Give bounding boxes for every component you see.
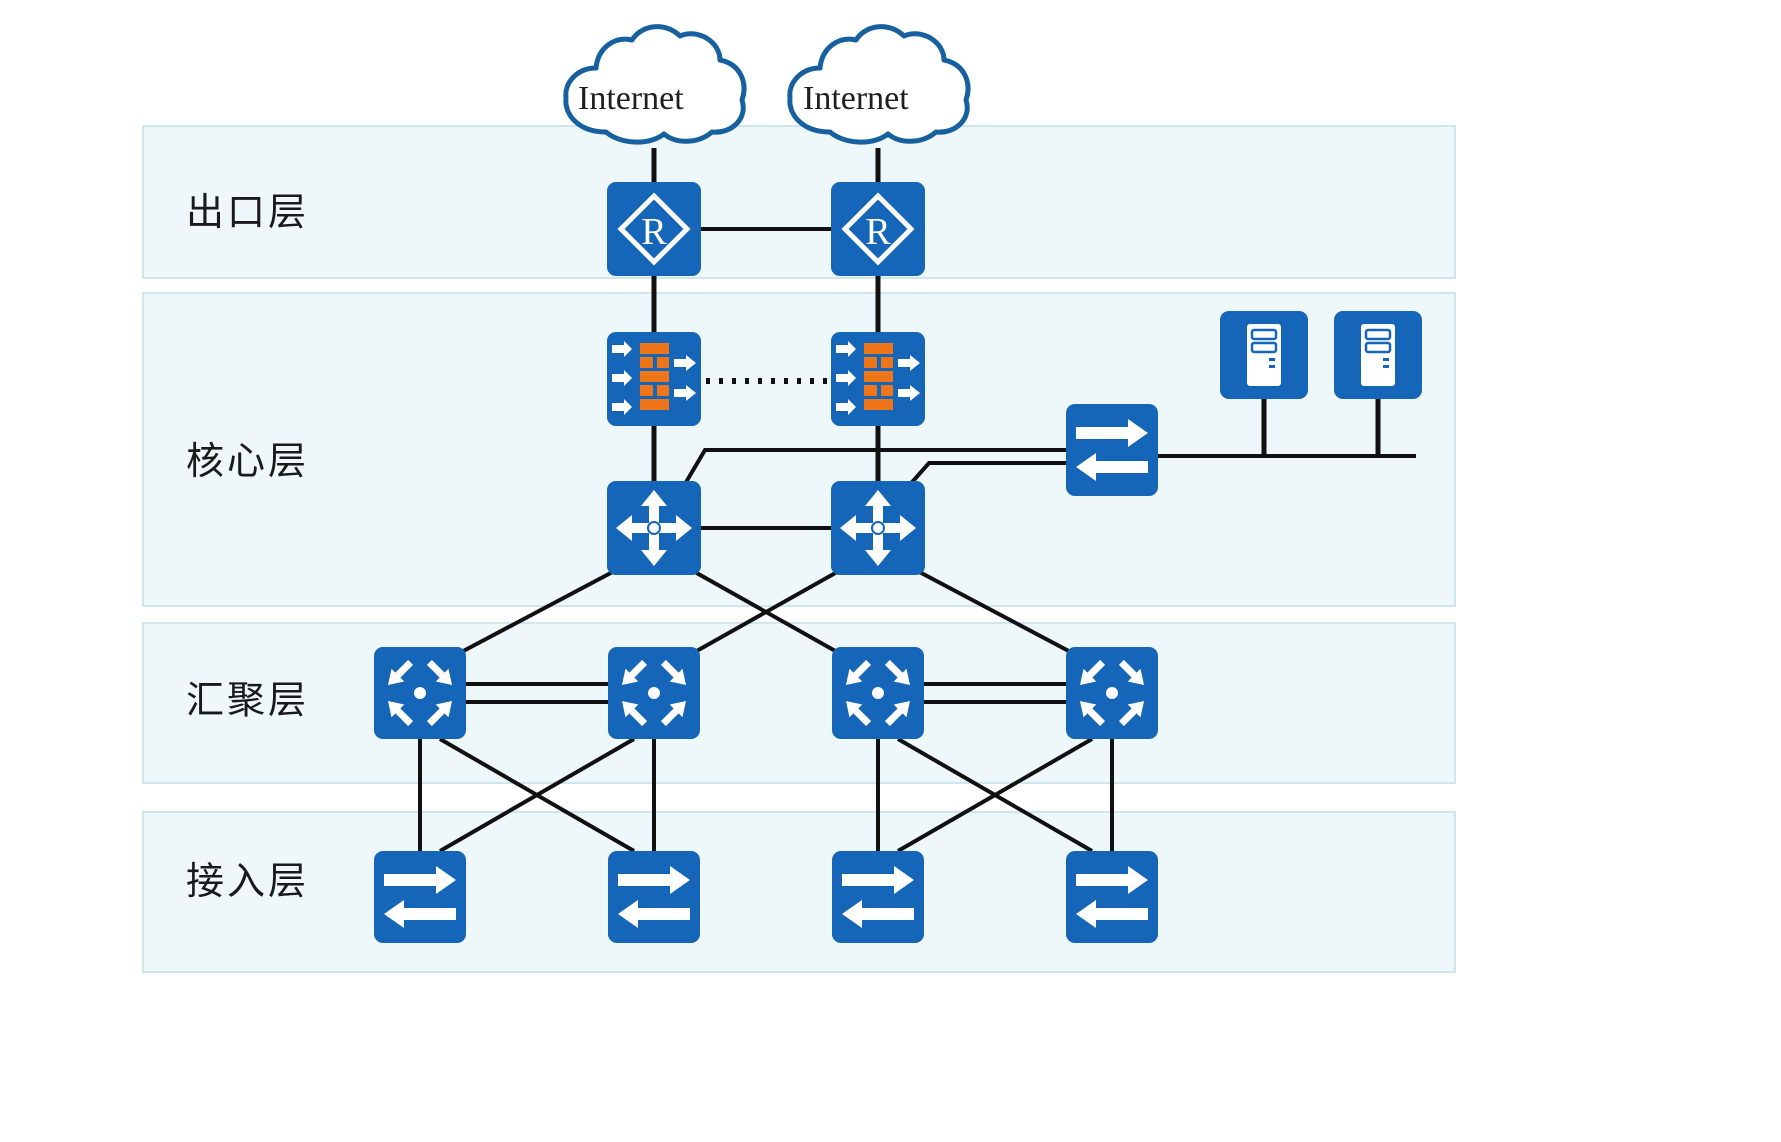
router-2[interactable]: R xyxy=(831,182,925,276)
link-agg2-acc1 xyxy=(439,737,635,853)
band-aggregation xyxy=(142,622,1456,784)
cloud-label-internet-right: Internet xyxy=(803,80,909,117)
server-farm-switch[interactable] xyxy=(1066,404,1158,496)
band-label-aggregation: 汇聚层 xyxy=(186,680,310,722)
access-switch-1[interactable] xyxy=(374,851,466,943)
router-2-label: R xyxy=(865,211,891,253)
band-label-core: 核心层 xyxy=(186,441,310,483)
core-switch-1[interactable] xyxy=(607,481,701,575)
agg-switch-2[interactable] xyxy=(608,647,700,739)
cloud-label-internet-left: Internet xyxy=(578,80,684,117)
link-core2-agg2 xyxy=(685,565,847,659)
right-margin-strip xyxy=(1759,0,1781,1142)
access-switch-2[interactable] xyxy=(608,851,700,943)
core-switch-2[interactable] xyxy=(831,481,925,575)
link-core2-farmswitch xyxy=(904,461,1066,491)
server-2[interactable] xyxy=(1332,309,1424,401)
band-access xyxy=(142,811,1456,973)
link-core1-agg1 xyxy=(451,565,623,659)
firewall-2[interactable] xyxy=(831,332,925,426)
router-1[interactable]: R xyxy=(607,182,701,276)
agg-switch-3[interactable] xyxy=(832,647,924,739)
link-core2-agg4 xyxy=(909,565,1081,659)
band-label-access: 接入层 xyxy=(186,861,310,903)
access-switch-4[interactable] xyxy=(1066,851,1158,943)
router-1-label: R xyxy=(641,211,667,253)
band-label-egress: 出口层 xyxy=(186,192,310,234)
link-agg4-acc3 xyxy=(897,737,1093,853)
agg-switch-4[interactable] xyxy=(1066,647,1158,739)
agg-switch-1[interactable] xyxy=(374,647,466,739)
server-1[interactable] xyxy=(1218,309,1310,401)
band-egress xyxy=(142,125,1456,279)
access-switch-3[interactable] xyxy=(832,851,924,943)
firewall-1[interactable] xyxy=(607,332,701,426)
link-core1-farmswitch xyxy=(680,448,1066,491)
